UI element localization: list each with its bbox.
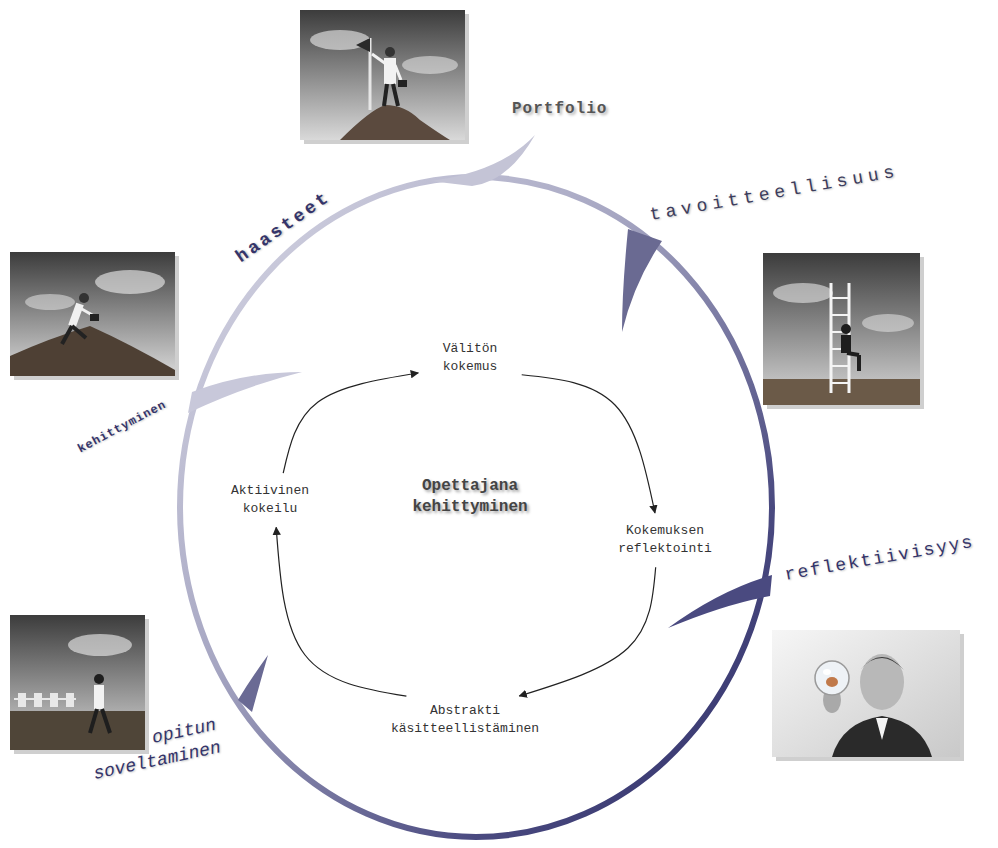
cycle-stage: Kokemuksen reflektointi bbox=[609, 518, 721, 561]
crystal-ball-photo bbox=[772, 630, 964, 761]
cycle-stage: Välitön kokemus bbox=[424, 336, 516, 379]
photo-detail bbox=[79, 293, 89, 303]
photo-detail bbox=[862, 314, 914, 332]
cycle-stage: Abstrakti käsitteellistäminen bbox=[379, 698, 551, 741]
photo-detail bbox=[102, 709, 110, 733]
photo-detail bbox=[340, 105, 450, 140]
photo-detail bbox=[398, 80, 407, 87]
photo-detail bbox=[25, 294, 75, 310]
photo-detail bbox=[68, 634, 132, 656]
photo-detail bbox=[10, 252, 175, 376]
photo-detail bbox=[90, 314, 99, 321]
photo-detail bbox=[300, 10, 465, 140]
ladder-photo bbox=[763, 253, 924, 409]
photo-detail bbox=[356, 38, 370, 52]
cycle-arrow bbox=[283, 373, 418, 473]
photo-detail bbox=[876, 718, 888, 740]
summit-photo bbox=[300, 10, 469, 144]
cycle-stage: Aktiivinen kokeilu bbox=[221, 478, 319, 521]
photo-detail bbox=[95, 270, 165, 294]
photo-detail bbox=[72, 326, 86, 338]
photo-detail bbox=[90, 709, 97, 733]
photo-detail bbox=[857, 355, 861, 371]
climb-photo bbox=[10, 252, 179, 380]
center-title: Opettajana kehittyminen bbox=[405, 476, 535, 518]
stage-text: Välitön kokemus bbox=[430, 340, 510, 375]
ring-tail bbox=[622, 229, 662, 332]
photo-detail bbox=[815, 661, 849, 695]
walk-photo bbox=[10, 615, 149, 754]
photo-detail bbox=[384, 84, 387, 106]
photo-detail bbox=[772, 630, 960, 757]
cycle-arrow bbox=[276, 527, 406, 696]
photo-detail bbox=[823, 669, 831, 675]
ring-label: haasteet bbox=[232, 187, 334, 267]
photo-detail bbox=[826, 677, 838, 687]
photo-detail bbox=[763, 253, 920, 405]
ring-label: tavoitteellisuus bbox=[648, 161, 900, 225]
photo-detail bbox=[831, 314, 849, 316]
ring-tail bbox=[238, 655, 268, 712]
photo-detail bbox=[860, 654, 904, 710]
photo-detail bbox=[860, 657, 904, 670]
photo-detail bbox=[10, 326, 175, 376]
stage-text: Kokemuksen reflektointi bbox=[615, 522, 715, 557]
cycle-arrow bbox=[519, 567, 655, 696]
photo-detail bbox=[393, 84, 398, 106]
photo-detail bbox=[831, 365, 849, 367]
stage-text: Aktiivinen kokeilu bbox=[227, 482, 313, 517]
photo-detail bbox=[94, 674, 104, 684]
cycle-arrow bbox=[522, 375, 655, 513]
cycle-ring bbox=[180, 177, 772, 837]
photo-detail bbox=[830, 283, 833, 393]
ring-label: reflektiivisyys bbox=[783, 532, 976, 585]
photo-detail bbox=[402, 56, 458, 74]
photo-detail bbox=[847, 353, 859, 355]
photo-detail bbox=[831, 297, 849, 299]
photo-detail bbox=[372, 54, 386, 64]
photo-detail bbox=[385, 47, 395, 57]
photo-detail bbox=[841, 324, 851, 334]
photo-detail bbox=[10, 615, 145, 750]
photo-detail bbox=[72, 304, 80, 326]
ring-label: opitun soveltaminen bbox=[57, 714, 223, 793]
photo-detail bbox=[841, 335, 851, 353]
photo-detail bbox=[14, 698, 76, 700]
ring-tail bbox=[188, 372, 302, 413]
stage-text: Abstrakti käsitteellistäminen bbox=[385, 702, 545, 737]
ring-tail bbox=[668, 575, 772, 628]
photo-detail bbox=[831, 382, 849, 384]
photo-detail bbox=[763, 379, 920, 405]
photo-detail bbox=[62, 326, 72, 344]
photo-detail bbox=[832, 716, 932, 757]
photo-detail bbox=[395, 65, 401, 80]
photo-detail bbox=[773, 283, 833, 303]
photo-detail bbox=[384, 58, 396, 84]
portfolio-label: Portfolio bbox=[512, 100, 607, 118]
ring-label: kehittyminen bbox=[75, 398, 168, 457]
photo-detail bbox=[94, 685, 104, 709]
